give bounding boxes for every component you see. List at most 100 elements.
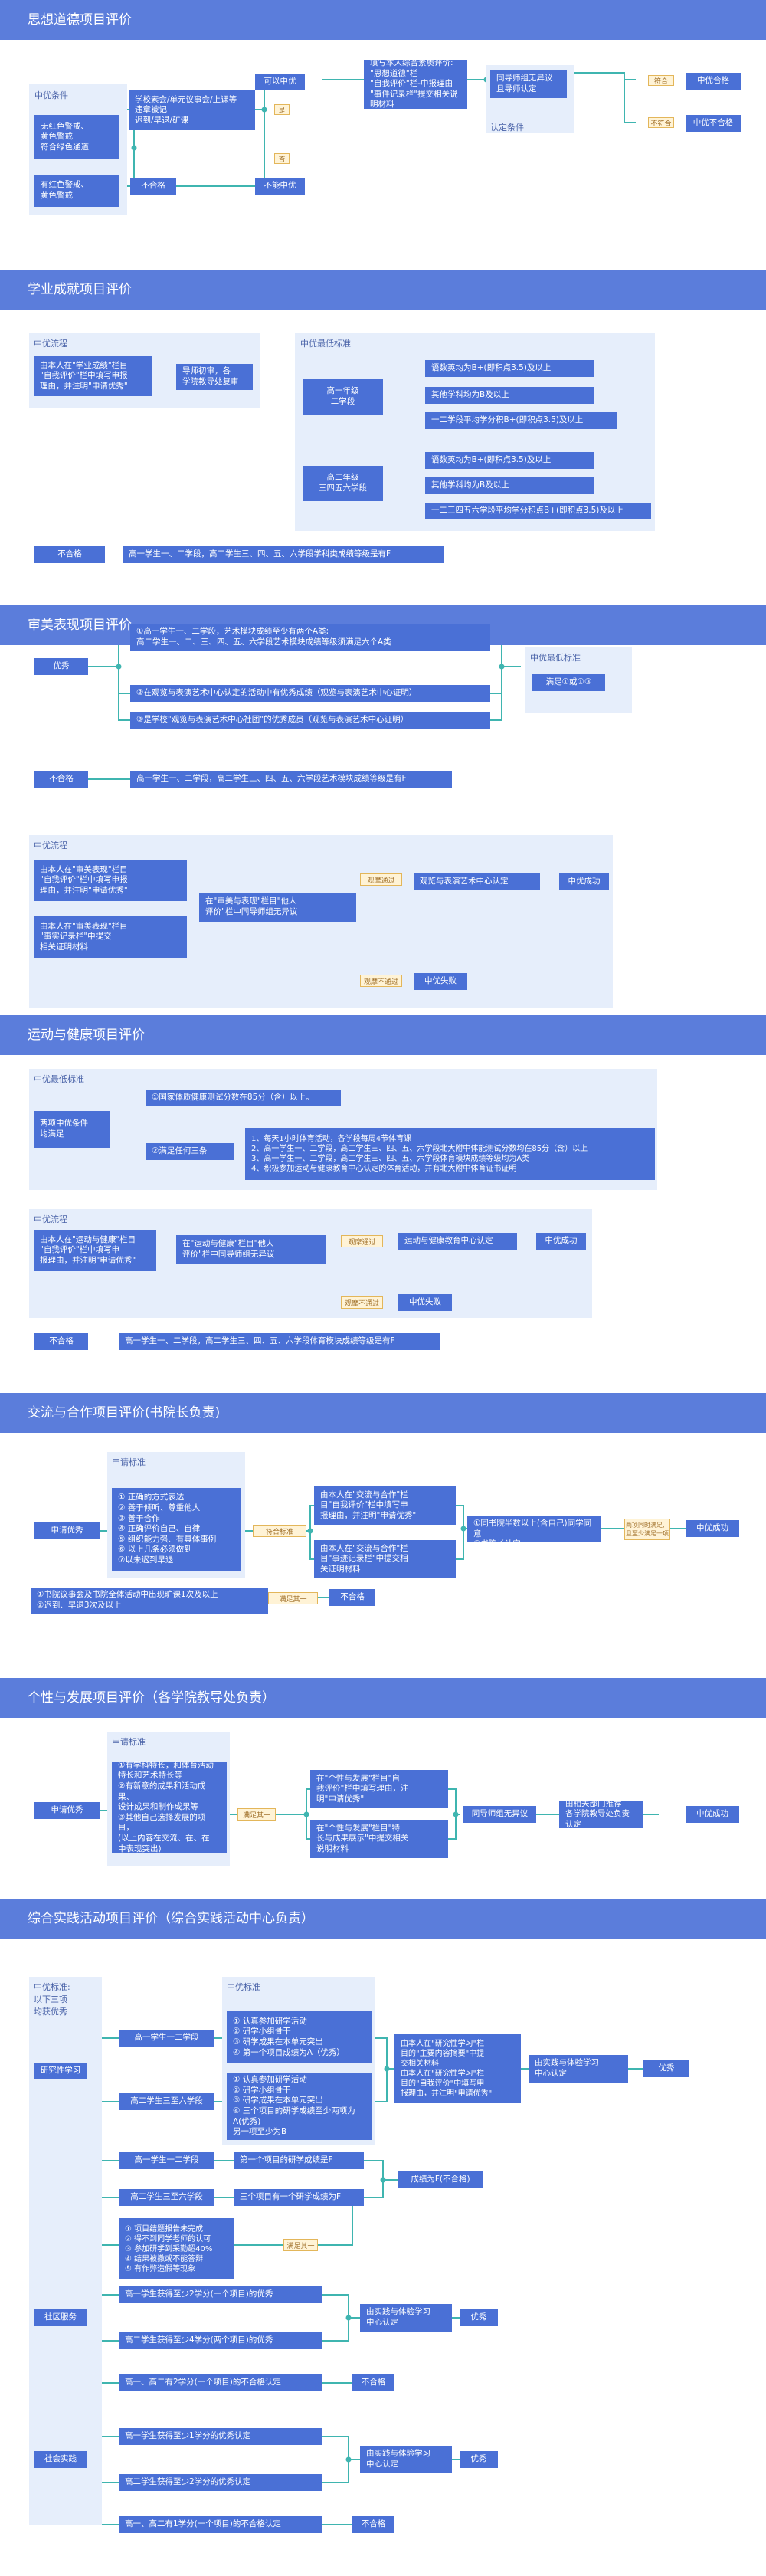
research-box: 研究性学习 (34, 2063, 87, 2079)
panel-label: 中优标准: 以下三项 均获优秀 (34, 1982, 70, 2017)
center-approve-box: 观览与表演艺术中心认定 (414, 873, 540, 890)
rule-box: 高一学生获得至少2学分(一个项目)的优秀 (119, 2286, 322, 2303)
excellent-box: 优秀 (460, 2309, 498, 2326)
fail-result-box: 中优失败 (414, 973, 467, 990)
fail-box: 不合格 (352, 2374, 394, 2391)
mentor-box: 同导师组无异议 且导师认定 (490, 70, 567, 98)
standard-list-box: ①有学科特长，和体育活动 特长和艺术特长等 ②有新意的成果和活动成果、 设计成果… (112, 1761, 227, 1853)
tag-not-pass: 观摩不通过 (341, 1296, 383, 1309)
social-practice-box: 社会实践 (34, 2451, 87, 2468)
fail-box: 不合格 (34, 771, 88, 788)
condition-warning: 有红色警戒、 黄色警戒 (34, 175, 119, 207)
fail-f-box: 成绩为F(不合格) (398, 2171, 483, 2188)
cannot-excellent-box: 不能中优 (255, 178, 305, 195)
approval-rule-2: ②书院长认定 (473, 1539, 521, 1549)
flow-material-box: 由本人在"审美表现"栏目 "事实记录栏"中提交 相关证明材料 (34, 916, 187, 958)
condition-2-detail: 1、每天1小时体育活动，各学段每周4节体育课 2、高一学生一、二学段，高二学生三… (245, 1128, 655, 1180)
apply-box: 申请优秀 (34, 1802, 100, 1819)
flow-apply-box: 由本人在"学业成绩"栏目 "自我评价"栏中填写申报 理由，并注明"申请优秀" (34, 356, 152, 396)
section-header-practice: 综合实践活动项目评价（综合实践活动中心负责） (0, 1899, 766, 1939)
success-box: 中优成功 (559, 873, 609, 890)
section-header-personality: 个性与发展项目评价（各学院教导处负责） (0, 1678, 766, 1718)
option-1-box: ①高一学生一、二学段，艺术模块成绩至少有两个A类; 高二学生一、二、三、四、五、… (130, 624, 490, 651)
can-excellent-box: 可以中优 (255, 74, 305, 90)
violation-box: 学校素会/单元议事会/上课等 违章被记 迟到/早退/矿课 (129, 90, 255, 130)
rule-box: 第一个项目的研学成绩是F (234, 2152, 364, 2169)
success-box: 中优成功 (536, 1233, 586, 1250)
panel-label: 中优最低标准 (34, 1074, 84, 1084)
flow-apply-box: 由本人在"交流与合作"栏 目"自我评价"栏中填写申 报理由，并注明"申请优秀" (314, 1486, 456, 1525)
flow-peer-box: 在"运动与健康"栏目"他人 评价"栏中同导师组无异议 (176, 1235, 326, 1264)
rule-box: 高二学生获得至少2学分的优秀认定 (119, 2474, 322, 2491)
grade1-box: 高一学生一二学段 (119, 2030, 214, 2047)
section-header-cooperation: 交流与合作项目评价(书院长负责) (0, 1393, 766, 1433)
panel-label: 中优流程 (34, 841, 67, 850)
panel-label: 中优条件 (34, 90, 68, 100)
rule-box: 一二三四五六学段平均学分积点B+(即积点3.5)及以上 (425, 503, 651, 519)
rule-box: 三个项目有一个研学成绩为F (234, 2189, 364, 2206)
community-box: 社区服务 (34, 2309, 87, 2326)
excellent-box: 优秀 (643, 2060, 689, 2077)
rule-box: 一二学段平均学分积B+(即积点3.5)及以上 (425, 412, 617, 429)
center-box: 由实践与体验学习 中心认定 (360, 2304, 452, 2332)
tag-no: 否 (274, 153, 290, 164)
panel-label: 中优标准 (227, 1982, 260, 1992)
fail-rule-box: 高一学生一、二学段，高二学生三、四、五、六学段体育模块成绩等级是有F (119, 1333, 440, 1350)
flow-apply-box: 由本人在"审美表现"栏目 "自我评价"栏中填写申报 理由，并注明"申请优秀" (34, 860, 187, 901)
option-2-box: ②在观览与表演艺术中心认定的活动中有优秀成绩（观览与表演艺术中心证明） (130, 685, 490, 702)
dept-box: 由相关部门推荐 各学院教导处负责认定 (559, 1799, 643, 1829)
apply-box: 申请优秀 (34, 1522, 100, 1539)
success-box: 中优成功 (686, 1520, 739, 1537)
tag-not-pass: 观摩不通过 (360, 975, 402, 987)
not-excellent-box: 中优不合格 (686, 115, 741, 132)
fail-rule-box: 高一学生一、二学段，高二学生三、四、五、六学段艺术模块成绩等级是有F (130, 771, 452, 788)
condition-box: 两项中优条件 均满足 (34, 1111, 110, 1148)
mentor-box: 同导师组无异议 (463, 1806, 536, 1823)
standard-list-box: ① 正确的方式表达 ② 善于倾听、尊重他人 ③ 善于合作 ④ 正确评价自己、自律… (112, 1488, 241, 1571)
flow-material-box: 在"个性与发展"栏目"特 长与成果展示"中提交相关 说明材料 (310, 1820, 448, 1858)
section-header-moral: 思想道德项目评价 (0, 0, 766, 40)
center-approve-box: 运动与健康教育中心认定 (398, 1233, 517, 1250)
excellent-box: 优秀 (460, 2451, 498, 2468)
flow-material-box: 由本人在"交流与合作"栏 目"事迹记录栏"中提交相 关证明材料 (314, 1540, 456, 1578)
center-box: 由实践与体验学习 中心认定 (360, 2446, 452, 2473)
fail-box: 不合格 (352, 2516, 394, 2533)
tag-either: 满足其一 (237, 1808, 276, 1821)
tag-yes: 是 (274, 104, 290, 115)
section-header-academic: 学业成就项目评价 (0, 270, 766, 310)
flow-review-box: 导师初审，各 学院教导处复审 (176, 364, 253, 390)
grade1-box: 高一年级 二学段 (303, 379, 383, 415)
condition-no-warning: 无红色警戒、 黄色警戒 符合绿色通道 (34, 115, 119, 159)
tag-either: 满足其一 (283, 2239, 318, 2251)
flow-peer-box: 在"审美与表现"栏目"他人 评价"栏中同导师组无异议 (199, 893, 356, 922)
fail-condition-box: ①书院议事会及书院全体活动中出现旷课1次及以上 ②迟到、早退3次及以上 (31, 1588, 268, 1614)
fail-box: 不合格 (130, 178, 176, 195)
grade2-box: 高二年级 三四五六学段 (303, 466, 383, 501)
tag-both: 两项同时满足, 且至少满足一项 (624, 1519, 670, 1540)
fail-box: 不合格 (329, 1589, 375, 1606)
rule-box: 高二学生获得至少4学分(两个项目)的优秀 (119, 2332, 322, 2349)
rule-box: 其他学科均为B及以上 (425, 387, 594, 404)
condition-2-box: ②满足任何三条 (146, 1143, 234, 1160)
flow-apply-box: 由本人在"运动与健康"栏目 "自我评价"栏中填写申 报理由，并注明"申请优秀" (34, 1230, 156, 1271)
panel-label: 申请标准 (112, 1737, 146, 1747)
rule-box: 语数英均为B+(即积点3.5)及以上 (425, 452, 594, 469)
excellent-box: 中优合格 (686, 73, 741, 90)
grade2-box: 高二学生三至六学段 (119, 2189, 214, 2206)
fail-list-box: ① 项目结题报告未完成 ② 得不到同学老师的认可 ③ 参加研学到采勤超40% ④… (119, 2218, 234, 2279)
option-3-box: ③是学校"观览与表演艺术中心社团"的优秀成员（观览与表演艺术中心证明） (130, 712, 490, 729)
tag-pass: 观摩通过 (341, 1235, 383, 1247)
excellent-box: 优秀 (34, 658, 88, 675)
tag-either: 满足其一 (268, 1592, 318, 1604)
standard-box: 满足①或①③ (532, 674, 605, 691)
tag-ok: 符合 (648, 75, 674, 86)
fill-form-box: 填写本人综合素质评价: "思想道德"栏 "自我评价"栏-中报理由 "事件记录栏"… (364, 58, 467, 109)
tag-bad: 不符合 (648, 117, 674, 128)
rule-box: 高一学生获得至少1学分的优秀认定 (119, 2428, 322, 2445)
rule-box: 高一、高二有2学分(一个项目)的不合格认定 (119, 2374, 322, 2391)
accept-label: 认定条件 (490, 123, 524, 133)
section-header-sport: 运动与健康项目评价 (0, 1015, 766, 1055)
grade2-box: 高二学生三至六学段 (119, 2093, 214, 2110)
left-panel (29, 1977, 102, 2525)
fail-result-box: 中优失败 (398, 1294, 452, 1311)
